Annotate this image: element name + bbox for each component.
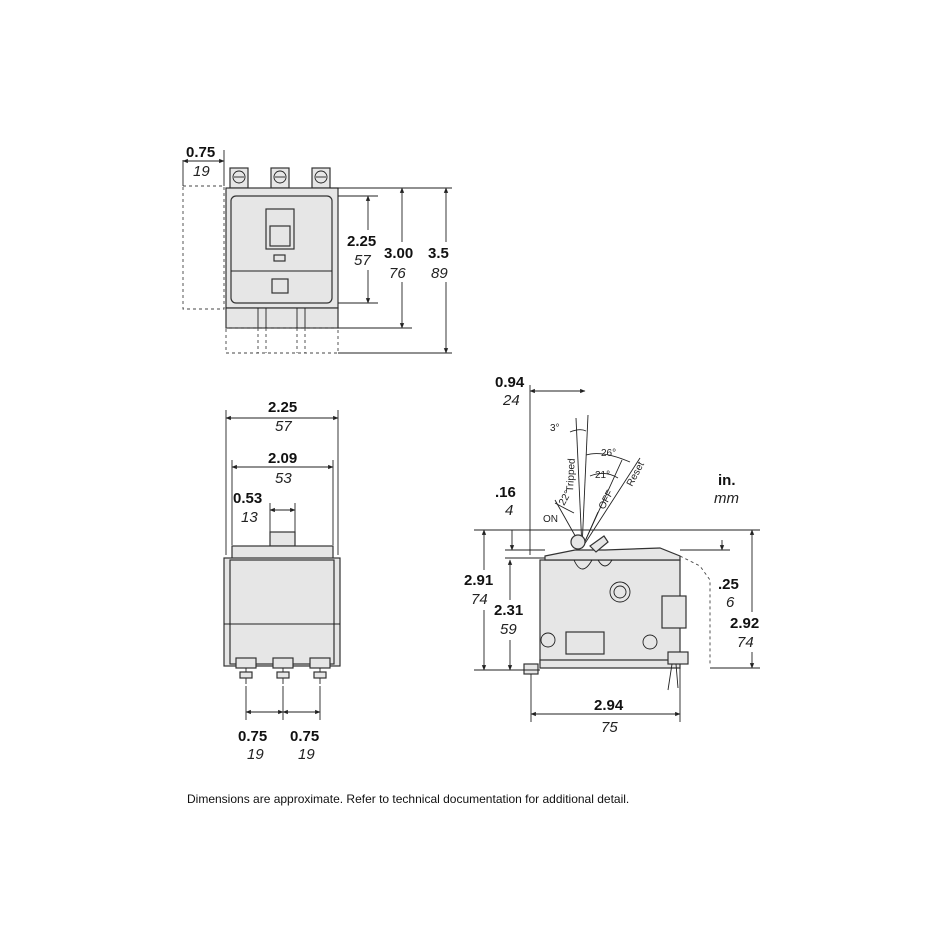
unit-inch: in.	[718, 472, 736, 489]
front-view: 0.75 19 2.25 57 3.00 76 3.5 89	[182, 144, 464, 354]
front-h1-mm: 57	[354, 252, 371, 269]
side-top-in: .16	[495, 484, 516, 501]
front-width-in: 0.75	[186, 144, 215, 161]
label-on: ON	[543, 514, 558, 525]
angle-26: 26°	[601, 448, 616, 459]
side-total-in: 2.91	[464, 572, 493, 589]
side-body-mm: 59	[500, 621, 517, 638]
front-h3-mm: 89	[431, 265, 448, 282]
side-h-right-in: 2.92	[730, 615, 759, 632]
side-top-mm: 4	[505, 502, 513, 519]
side-right-mm: 6	[726, 594, 735, 611]
label-tripped: Tripped	[565, 458, 578, 492]
top-handle-in: 0.53	[233, 490, 262, 507]
side-handle-mm: 24	[502, 392, 520, 409]
front-width-mm: 19	[193, 163, 210, 180]
terminal-screws	[229, 167, 331, 189]
top-pitch2-mm: 19	[298, 746, 315, 763]
side-body	[539, 559, 681, 665]
front-h2-in: 3.00	[384, 245, 413, 262]
front-h2-mm: 76	[389, 265, 406, 282]
angle-21: 21°	[595, 470, 610, 481]
top-pitch2-in: 0.75	[290, 728, 319, 745]
front-h1-in: 2.25	[347, 233, 376, 250]
top-total-in: 2.25	[268, 399, 297, 416]
side-view: 0.94 24 3° 26° 21° 22° Tripped Reset OFF…	[462, 374, 768, 736]
top-inner-in: 2.09	[268, 450, 297, 467]
top-view: 2.25 57 2.09 53 0.53 13 0.75	[223, 399, 341, 763]
disclaimer-note: Dimensions are approximate. Refer to tec…	[187, 792, 630, 806]
top-total-mm: 57	[275, 418, 292, 435]
top-handle-mm: 13	[241, 509, 258, 526]
label-reset: Reset	[625, 460, 647, 488]
front-phantom-outline	[182, 185, 225, 310]
side-h-right-mm: 74	[737, 634, 754, 651]
unit-mm: mm	[714, 490, 739, 507]
front-h3-in: 3.5	[428, 245, 449, 262]
side-body-in: 2.31	[494, 602, 523, 619]
top-inner-mm: 53	[275, 470, 292, 487]
angle-3: 3°	[550, 423, 560, 434]
side-handle-in: 0.94	[495, 374, 525, 391]
side-depth-in: 2.94	[594, 697, 624, 714]
top-pitch1-mm: 19	[247, 746, 264, 763]
side-depth-mm: 75	[601, 719, 618, 736]
top-pitch1-in: 0.75	[238, 728, 267, 745]
side-total-mm: 74	[471, 591, 488, 608]
side-right-in: .25	[718, 576, 739, 593]
